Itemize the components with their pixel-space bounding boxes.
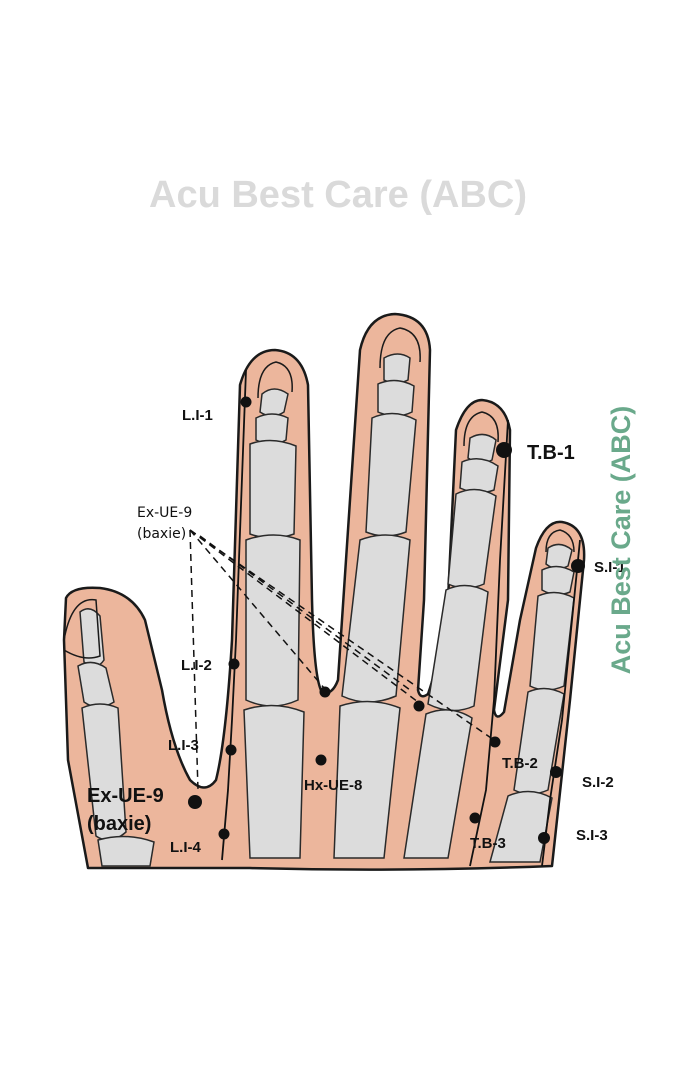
index-distal-phalanx bbox=[259, 388, 289, 417]
acupoints bbox=[188, 396, 585, 844]
point-baxie-middle-ring-dot bbox=[413, 700, 425, 712]
little-nail bbox=[545, 529, 575, 553]
meridian-lines bbox=[221, 369, 581, 867]
point-tb2-dot bbox=[489, 736, 501, 748]
point-labels: L.I-1 L.I-2 L.I-3 L.I-4 Ex-UE-9 (baxie) … bbox=[87, 407, 626, 856]
point-li4-dot bbox=[218, 828, 230, 840]
point-li1-dot bbox=[240, 396, 252, 408]
ring-carpal bbox=[403, 709, 473, 859]
thumb-nail-outline bbox=[63, 599, 101, 659]
thumb-base-bone bbox=[97, 835, 155, 867]
ring-nail bbox=[463, 411, 499, 447]
point-si2-dot bbox=[550, 766, 562, 778]
label-si1: S.I-1 bbox=[594, 559, 626, 576]
middle-middle-phalanx bbox=[377, 379, 415, 417]
ring-finger-bones bbox=[403, 433, 499, 859]
triple-burner-meridian-line bbox=[469, 419, 509, 867]
little-finger-bones bbox=[489, 543, 575, 863]
label-si3: S.I-3 bbox=[576, 827, 608, 844]
ring-middle-phalanx bbox=[459, 458, 499, 494]
label-tb3: T.B-3 bbox=[470, 835, 506, 852]
label-si2: S.I-2 bbox=[582, 774, 614, 791]
label-tb1: T.B-1 bbox=[527, 442, 575, 464]
index-carpal bbox=[243, 704, 305, 859]
point-li3-dot bbox=[225, 744, 237, 756]
index-metacarpal bbox=[245, 534, 301, 707]
label-li3: L.I-3 bbox=[168, 737, 199, 754]
middle-finger-bones bbox=[333, 353, 417, 859]
middle-proximal-phalanx bbox=[365, 412, 417, 537]
little-distal-phalanx bbox=[545, 543, 573, 570]
baxie-leader-to-index-middle bbox=[189, 529, 325, 689]
label-ex-ue9-small: Ex-UE-9 bbox=[137, 505, 192, 521]
label-li2: L.I-2 bbox=[181, 657, 212, 674]
index-finger-bones bbox=[243, 388, 305, 859]
point-hx-ue8-dot bbox=[315, 754, 327, 766]
label-hx-ue8: Hx-UE-8 bbox=[304, 777, 362, 794]
middle-distal-phalanx bbox=[383, 353, 411, 384]
point-tb3-dot bbox=[469, 812, 481, 824]
point-ex-ue9-dot bbox=[188, 795, 202, 809]
large-intestine-meridian-line bbox=[221, 369, 247, 861]
label-li1: L.I-1 bbox=[182, 407, 213, 424]
middle-carpal bbox=[333, 700, 401, 859]
label-ex-ue9-big: Ex-UE-9 bbox=[87, 785, 164, 807]
label-tb2: T.B-2 bbox=[502, 755, 538, 772]
baxie-leader-parallel bbox=[199, 535, 411, 691]
point-baxie-index-middle-dot bbox=[319, 686, 331, 698]
point-tb1-dot bbox=[496, 442, 512, 458]
label-li4: L.I-4 bbox=[170, 839, 201, 856]
point-si1-dot bbox=[571, 559, 585, 573]
baxie-leader-to-thumb-index bbox=[189, 529, 199, 791]
point-si3-dot bbox=[538, 832, 550, 844]
label-baxie-big: (baxie) bbox=[87, 813, 151, 835]
nail-outlines bbox=[257, 327, 575, 553]
ring-metacarpal bbox=[427, 584, 489, 712]
middle-metacarpal bbox=[341, 534, 411, 703]
watermark-top: Acu Best Care (ABC) bbox=[149, 174, 527, 216]
little-carpal bbox=[489, 790, 553, 863]
index-proximal-phalanx bbox=[249, 439, 297, 539]
little-middle-phalanx bbox=[541, 565, 575, 596]
watermark-side: Acu Best Care (ABC) bbox=[606, 406, 636, 675]
label-baxie-small: (baxie) bbox=[137, 526, 186, 542]
point-li2-dot bbox=[228, 658, 240, 670]
index-nail bbox=[257, 361, 293, 399]
baxie-leader-lines bbox=[189, 529, 495, 791]
index-middle-phalanx bbox=[255, 413, 289, 445]
small-intestine-meridian-line bbox=[541, 539, 581, 867]
middle-nail bbox=[379, 327, 421, 369]
